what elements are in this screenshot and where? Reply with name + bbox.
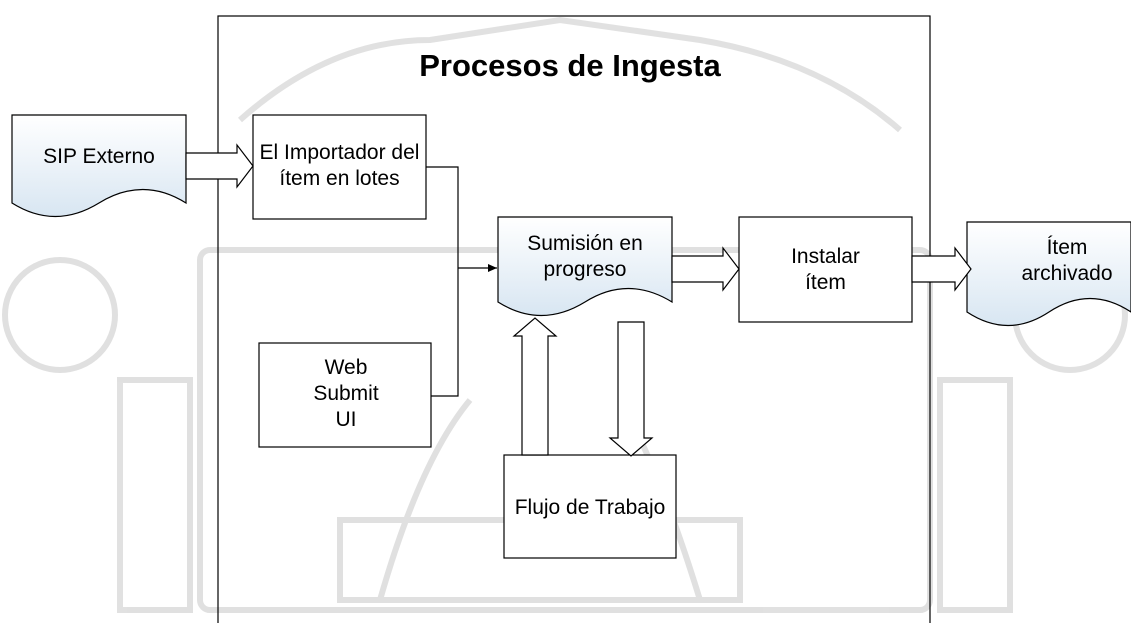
connector-importador-sumision: [426, 166, 459, 268]
arrow-flujo-to-sumision: [512, 317, 558, 456]
diagram-title: Procesos de Ingesta: [419, 48, 721, 83]
arrow-sip-to-importador: [185, 143, 254, 189]
flujo-label: Flujo de Trabajo: [514, 496, 666, 519]
importador-label: El Importador del ítem en lotes: [259, 141, 420, 190]
sumision-shape: [497, 216, 673, 317]
arrow-instalar-to-archivado: [911, 246, 972, 292]
sip-externo-shape: [11, 114, 187, 218]
connector-websubmit-sumision: [431, 268, 459, 397]
instalar-shape: [738, 216, 913, 323]
instalar-label: Instalar ítem: [791, 245, 860, 294]
arrow-sumision-to-flujo: [608, 321, 654, 457]
sip-externo-label: SIP Externo: [43, 145, 155, 168]
web-submit-label: Web Submit UI: [313, 356, 379, 431]
importador-shape: [252, 114, 427, 220]
archivado-shape: [966, 221, 1131, 327]
sumision-label: Sumisión en progreso: [527, 232, 643, 281]
web-submit-shape: [258, 342, 432, 448]
flujo-shape: [503, 454, 677, 559]
archivado-label: Ítem archivado: [1021, 236, 1113, 285]
process-container: [217, 15, 931, 623]
arrow-sumision-to-instalar: [671, 246, 740, 292]
